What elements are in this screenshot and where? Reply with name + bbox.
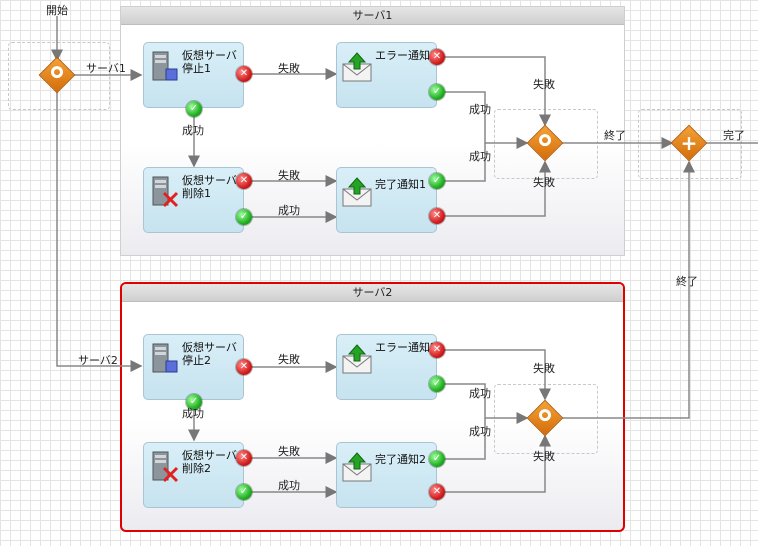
exclusive-gateway-icon	[539, 134, 551, 147]
task-label: 仮想サーバ停止1	[182, 49, 237, 75]
error-port-icon[interactable]: ✕	[429, 484, 445, 500]
edge-label-fail: 失敗	[533, 450, 555, 463]
task-del1[interactable]: 仮想サーバ削除1	[143, 167, 244, 233]
edge-err2-fail	[444, 349, 551, 401]
branch-label-server1: サーバ1	[86, 62, 126, 75]
task-label: 完了通知1	[375, 178, 426, 191]
edge-err1-fail	[444, 56, 551, 127]
edge-done2-success	[444, 418, 486, 460]
parallel-gateway-icon: +	[680, 131, 698, 155]
gateway-box-end	[638, 109, 742, 179]
edge-label-success: 成功	[278, 479, 300, 492]
error-port-icon[interactable]: ✕	[429, 342, 445, 358]
exclusive-gateway-icon	[539, 409, 551, 422]
server-delete-icon	[152, 176, 179, 208]
error-port-icon[interactable]: ✕	[236, 450, 252, 466]
task-label: 完了通知2	[375, 453, 426, 466]
edge-done1-success	[444, 143, 486, 182]
edge-err1-success	[444, 91, 529, 149]
error-port-icon[interactable]: ✕	[236, 359, 252, 375]
edge-err2-success	[444, 383, 529, 424]
edge-done1-fail	[444, 160, 551, 217]
edge-label-end: 終了	[604, 129, 626, 142]
edge-label-success: 成功	[182, 407, 204, 420]
success-port-icon[interactable]: ✓	[429, 451, 445, 467]
task-label: 仮想サーバ削除1	[182, 174, 237, 200]
branch-label-server2: サーバ2	[78, 354, 118, 367]
task-stop2[interactable]: 仮想サーバ停止2	[143, 334, 244, 400]
success-port-icon[interactable]: ✓	[236, 209, 252, 225]
success-port-icon[interactable]: ✓	[429, 84, 445, 100]
edge-label-success: 成功	[469, 387, 491, 400]
success-port-icon[interactable]: ✓	[186, 101, 202, 117]
mail-send-icon	[342, 344, 372, 374]
task-del2[interactable]: 仮想サーバ削除2	[143, 442, 244, 508]
mail-send-icon	[342, 452, 372, 482]
error-port-icon[interactable]: ✕	[429, 208, 445, 224]
edge-label-end: 終了	[676, 275, 698, 288]
task-err1[interactable]: エラー通知1	[336, 42, 437, 108]
edge-label-fail: 失敗	[278, 353, 300, 366]
edge-label-success: 成功	[469, 103, 491, 116]
group-title-server1: サーバ1	[121, 7, 624, 25]
exclusive-gateway-icon	[51, 66, 63, 79]
edge-label-success: 成功	[469, 150, 491, 163]
edge-label-fail: 失敗	[533, 78, 555, 91]
error-port-icon[interactable]: ✕	[429, 49, 445, 65]
gateway-box-merge2	[494, 384, 598, 454]
edge-gw-to-server2	[56, 88, 143, 372]
gateway-box-merge1	[494, 109, 598, 179]
success-port-icon[interactable]: ✓	[429, 173, 445, 189]
error-port-icon[interactable]: ✕	[236, 173, 252, 189]
task-label: エラー通知2	[375, 341, 437, 354]
success-port-icon[interactable]: ✓	[429, 376, 445, 392]
edge-label-success: 成功	[278, 204, 300, 217]
task-label: 仮想サーバ停止2	[182, 341, 237, 367]
start-label: 開始	[46, 4, 68, 17]
edge-done2-fail	[444, 434, 551, 493]
server-delete-icon	[152, 451, 179, 483]
server-stop-icon	[152, 343, 178, 373]
task-label: エラー通知1	[375, 49, 437, 62]
task-stop1[interactable]: 仮想サーバ停止1	[143, 42, 244, 108]
edge-label-fail: 失敗	[533, 176, 555, 189]
server-stop-icon	[152, 51, 178, 81]
edge-label-complete: 完了	[723, 129, 745, 142]
success-port-icon[interactable]: ✓	[236, 484, 252, 500]
error-port-icon[interactable]: ✕	[236, 66, 252, 82]
task-err2[interactable]: エラー通知2	[336, 334, 437, 400]
task-done1[interactable]: 完了通知1	[336, 167, 437, 233]
edge-label-fail: 失敗	[533, 362, 555, 375]
edge-merge2-to-end	[562, 160, 695, 419]
mail-send-icon	[342, 52, 372, 82]
success-port-icon[interactable]: ✓	[186, 394, 202, 410]
edge-label-fail: 失敗	[278, 169, 300, 182]
edge-label-fail: 失敗	[278, 62, 300, 75]
edge-label-success: 成功	[182, 124, 204, 137]
group-title-server2: サーバ2	[122, 284, 623, 302]
task-done2[interactable]: 完了通知2	[336, 442, 437, 508]
mail-send-icon	[342, 177, 372, 207]
task-label: 仮想サーバ削除2	[182, 449, 237, 475]
edge-label-success: 成功	[469, 425, 491, 438]
edge-label-fail: 失敗	[278, 445, 300, 458]
gateway-box-start	[8, 42, 110, 110]
